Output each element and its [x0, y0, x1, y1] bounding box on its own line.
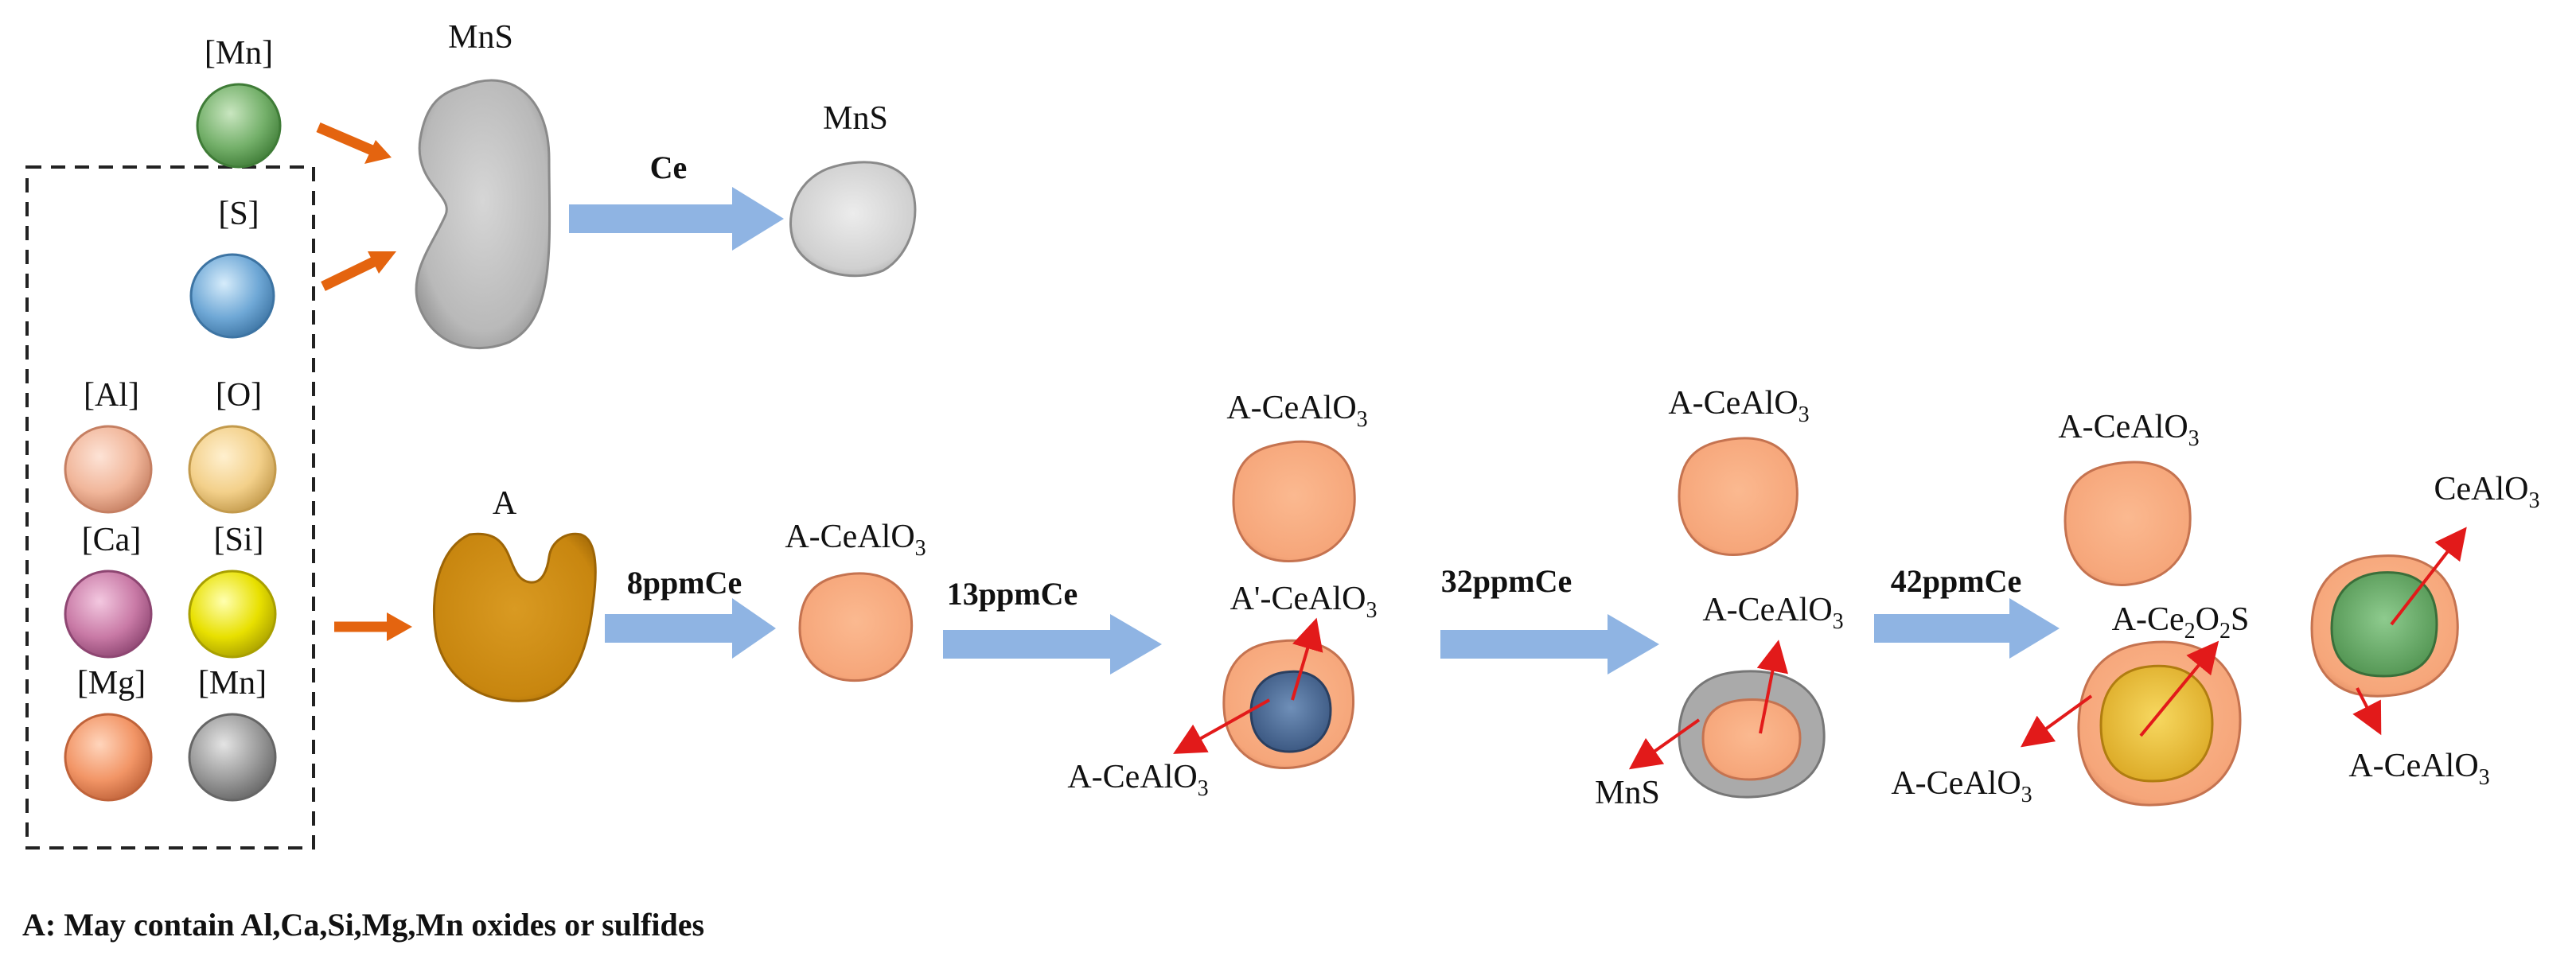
blue-arrow-step2 [943, 614, 1162, 675]
stage5-core-label: CeAlO3 [2434, 471, 2540, 513]
al-label: [Al] [84, 377, 139, 414]
element-ca: [Ca] [64, 522, 153, 659]
stage4-top-label: A-CeAlO3 [2058, 409, 2199, 451]
stage4-top-particle [2064, 461, 2192, 586]
step3-label: 32ppmCe [1441, 563, 1572, 599]
stage3-core [1701, 698, 1802, 781]
element-s: [S] [189, 196, 275, 339]
element-al: [Al] [64, 377, 153, 514]
blue-arrow-step4 [1874, 598, 2060, 659]
element-mn: [Mn] [196, 35, 282, 169]
blue-arrow-step1 [605, 598, 776, 659]
mn2-sphere [188, 713, 277, 802]
mns-small-label: MnS [823, 100, 888, 137]
stage5-arrow-core [2390, 527, 2467, 626]
stage4-arrow-core [2139, 640, 2219, 737]
ce-label: Ce [650, 150, 688, 185]
si-sphere [188, 570, 277, 659]
stage2-shell-label: A-CeAlO3 [1067, 759, 1208, 801]
stage3-top-label: A-CeAlO3 [1668, 385, 1809, 427]
element-si: [Si] [188, 522, 277, 659]
mns-small [789, 161, 917, 278]
mn-sphere [196, 83, 282, 169]
stage2-core [1249, 670, 1332, 753]
a-particle [432, 532, 597, 702]
s-label: [S] [218, 196, 259, 232]
mg-label: [Mg] [77, 665, 146, 702]
stage2-top-label: A-CeAlO3 [1226, 390, 1367, 432]
stage2-top-particle [1232, 440, 1356, 563]
stage3-core-label: A-CeAlO3 [1702, 592, 1843, 634]
stage2-arrow-shell [1173, 698, 1270, 754]
stage1-particle [798, 572, 914, 682]
mg-sphere [64, 713, 153, 802]
element-o: [O] [188, 377, 277, 514]
element-mg: [Mg] [64, 665, 153, 802]
orange-arrow-s [321, 251, 396, 291]
footnote: A: May contain Al,Ca,Si,Mg,Mn oxides or … [22, 907, 704, 943]
step2-label: 13ppmCe [947, 576, 1078, 612]
blue-arrow-ce [569, 187, 784, 251]
stage2-arrow-core [1291, 617, 1323, 701]
stage3-top-particle [1678, 437, 1799, 557]
stage5-arrow-shell [2352, 687, 2382, 736]
a-label: A [493, 485, 517, 522]
stage5-shell-label: A-CeAlO3 [2348, 748, 2489, 790]
stage4-core [2099, 664, 2214, 783]
stage2-core-label: A'-CeAlO3 [1230, 581, 1378, 623]
al-sphere [64, 425, 153, 514]
stage3-arrow-core [1756, 640, 1789, 734]
step4-label: 42ppmCe [1891, 563, 2021, 599]
ca-label: [Ca] [82, 522, 142, 558]
blue-arrow-step3 [1440, 614, 1659, 675]
element-mn2: [Mn] [188, 665, 277, 802]
stage4-shell-label: A-CeAlO3 [1891, 765, 2032, 807]
orange-arrow-a [334, 612, 412, 641]
si-label: [Si] [214, 522, 264, 558]
stage4-arrow-shell [2021, 694, 2093, 748]
ca-sphere [64, 570, 153, 659]
mn2-label: [Mn] [198, 665, 267, 702]
stage4-core-label: A-Ce2O2S [2112, 601, 2250, 643]
mns-large [415, 79, 551, 350]
stage3-shell-label: MnS [1595, 775, 1660, 811]
o-sphere [188, 425, 277, 514]
mns-large-label: MnS [448, 19, 513, 56]
o-label: [O] [216, 377, 262, 414]
orange-arrow-mn [316, 122, 392, 164]
stage1-label: A-CeAlO3 [785, 519, 926, 561]
step1-label: 8ppmCe [627, 565, 742, 601]
mn-label: [Mn] [205, 35, 273, 72]
element-box [25, 165, 315, 850]
s-sphere [189, 253, 275, 339]
stage3-arrow-shell [1628, 718, 1701, 770]
